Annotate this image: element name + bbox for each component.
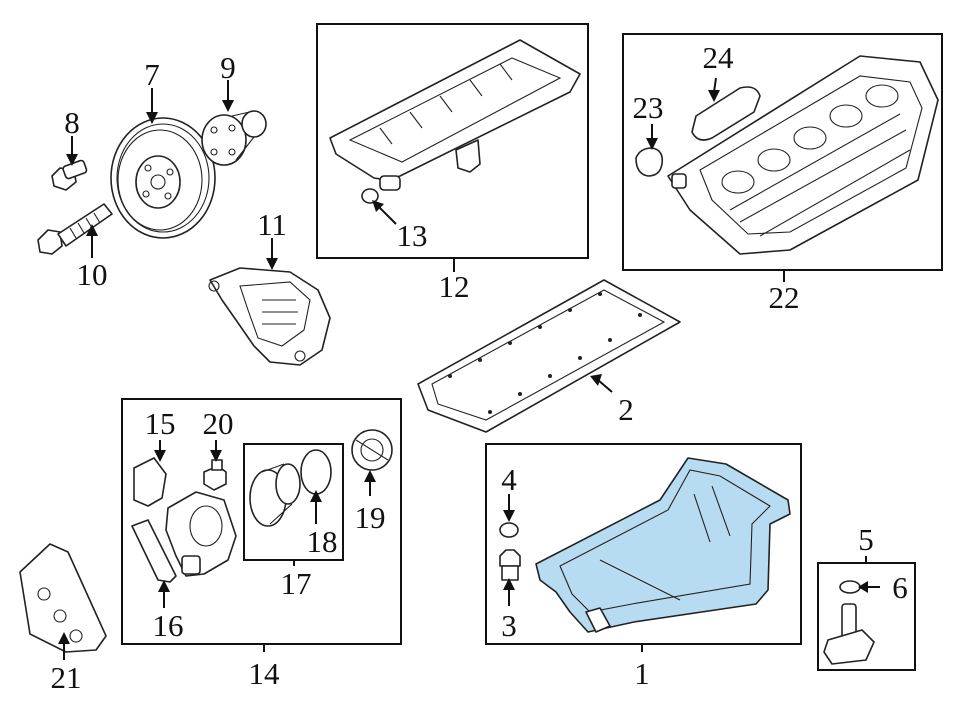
filter-element-17-illustration bbox=[249, 463, 301, 527]
callout-21: 21 bbox=[51, 660, 82, 695]
pulley-7-illustration bbox=[110, 117, 216, 239]
callout-23: 23 bbox=[633, 90, 664, 125]
callout-18: 18 bbox=[307, 524, 338, 559]
callout-4: 4 bbox=[501, 462, 517, 497]
group-box-12 bbox=[316, 23, 589, 259]
gasket-24-illustration bbox=[691, 86, 761, 141]
baffle-12-illustration bbox=[329, 39, 581, 191]
drain-plug-3-illustration bbox=[499, 549, 521, 581]
sender-20-illustration bbox=[203, 459, 227, 491]
gasket-23-illustration bbox=[635, 147, 664, 177]
gasket-16-illustration bbox=[131, 519, 177, 583]
callout-1: 1 bbox=[634, 656, 650, 691]
callout-3: 3 bbox=[501, 608, 517, 643]
filter-housing-14-illustration bbox=[165, 491, 237, 577]
o-ring-13-illustration bbox=[361, 188, 379, 204]
bolt-8-illustration bbox=[51, 159, 88, 191]
callout-8: 8 bbox=[64, 105, 80, 140]
washer-4-illustration bbox=[499, 522, 519, 538]
callout-11: 11 bbox=[257, 207, 287, 242]
group-box-22 bbox=[622, 33, 943, 271]
callout-14: 14 bbox=[249, 656, 281, 691]
callout-6: 6 bbox=[892, 570, 908, 605]
callout-5: 5 bbox=[858, 522, 874, 557]
callout-19: 19 bbox=[355, 500, 386, 535]
callout-10: 10 bbox=[77, 257, 108, 292]
hub-9-illustration bbox=[201, 110, 267, 166]
group-box-14 bbox=[121, 398, 402, 645]
group-box-1 bbox=[485, 443, 802, 645]
filter-cap-19-illustration bbox=[351, 429, 393, 471]
leader-lines bbox=[58, 77, 880, 660]
oil-pan-1-illustration bbox=[535, 457, 791, 633]
callout-24: 24 bbox=[703, 40, 735, 75]
gasket-2-illustration bbox=[417, 279, 681, 433]
cover-21-illustration bbox=[19, 543, 107, 653]
intake-manifold-22-illustration bbox=[667, 55, 939, 255]
callout-12: 12 bbox=[439, 269, 470, 304]
callout-13: 13 bbox=[397, 218, 428, 253]
o-ring-18-illustration bbox=[300, 449, 332, 495]
callout-7: 7 bbox=[144, 57, 160, 92]
callout-17: 17 bbox=[281, 566, 312, 601]
bracket-15-illustration bbox=[133, 457, 167, 507]
callout-22: 22 bbox=[769, 280, 800, 315]
callout-9: 9 bbox=[220, 50, 236, 85]
callout-20: 20 bbox=[203, 406, 234, 441]
callout-15: 15 bbox=[145, 406, 176, 441]
seal-6-illustration bbox=[839, 580, 861, 594]
oil-pump-11-illustration bbox=[208, 267, 331, 366]
callout-2: 2 bbox=[618, 392, 634, 427]
bolt-10-illustration bbox=[37, 203, 113, 255]
callout-16: 16 bbox=[153, 608, 184, 643]
sensor-5-illustration bbox=[823, 603, 875, 665]
